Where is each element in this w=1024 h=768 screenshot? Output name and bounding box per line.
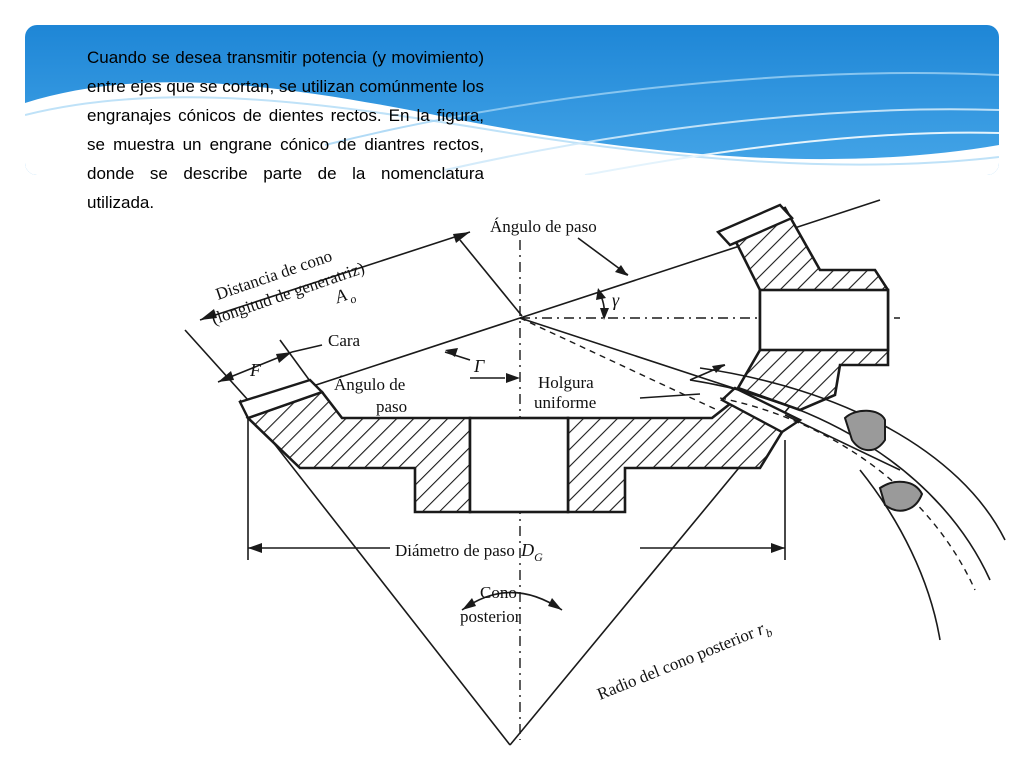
label-back-cone-1: Cono [480,583,517,602]
arrowhead [276,352,292,363]
label-back-cone-radius: Radio del cono posterior rb [594,616,774,708]
arrowhead [712,364,725,373]
pitch-cone-pinion [519,199,881,319]
cone-distance-ext-2 [459,239,523,317]
back-cone-left [239,399,511,746]
cone-distance-ext [184,329,249,401]
label-clearance-2: uniforme [534,393,596,412]
arrowhead [596,288,606,300]
arrowhead [771,543,785,553]
label-cone-distance-sub: o [348,291,358,306]
label-pitch-diameter-sub: G [534,550,543,564]
pinion-tooth-top [715,203,795,247]
mating-tooth-2 [878,480,924,512]
label-cone-distance-symbol: A [331,284,350,307]
face-leader [291,344,323,353]
cone-distance-dim [199,231,471,321]
intro-paragraph: Cuando se desea transmitir potencia (y m… [87,48,484,212]
mating-gear-arc-4 [859,469,941,641]
slide-header-band [25,25,999,175]
mating-gear-arc-3 [719,397,976,591]
arrowhead [248,543,262,553]
arrowhead [462,598,476,610]
gear-bore [468,416,570,514]
mating-tooth-1 [843,409,886,452]
gear-tooth-left [238,378,325,420]
label-pitch-diameter: Diámetro de paso DG [395,540,543,564]
label-face-symbol: F [249,360,262,380]
label-gamma: γ [612,290,620,310]
label-pitch-diameter-text: Diámetro de paso [395,541,519,560]
big-gamma-arc [444,351,471,361]
arrowhead [218,371,234,382]
label-pitch-angle-left-2: paso [376,397,407,416]
gear-tooth-right [719,386,803,434]
label-back-cone-radius-text: Radio del cono posterior [594,622,760,704]
arrowhead [600,308,609,320]
label-big-gamma: Γ [473,356,485,376]
label-pitch-diameter-symbol: D [520,540,534,560]
arrowhead [615,265,628,276]
arrowhead [453,232,470,243]
pinion-bore [758,288,890,352]
label-back-cone-2: posterior [460,607,521,626]
mating-gear-arc-2 [699,367,1006,541]
label-clearance-1: Holgura [538,373,594,392]
gear-section-right [566,398,784,514]
label-pitch-angle-top: Ángulo de paso [490,217,597,236]
label-pitch-angle-left-1: Ángulo de [334,375,405,394]
clearance-leader [639,393,701,399]
label-face: Cara [328,331,361,350]
arrowhead [200,309,217,320]
back-cone-radius-label-group: Radio del cono posterior rb [594,616,774,708]
arrowhead [506,373,520,383]
arrowhead [548,598,562,610]
label-back-cone-radius-sub: b [764,625,775,640]
arrowhead [445,348,458,357]
back-cone-radius-ext [784,414,901,471]
